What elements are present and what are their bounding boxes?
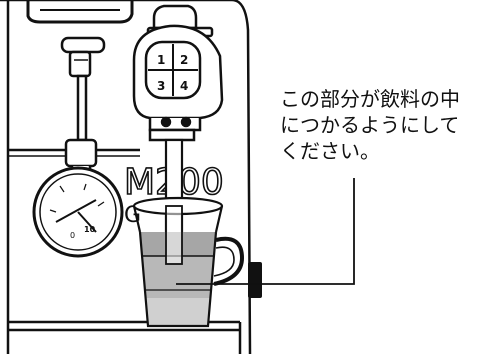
button-4-label: 4 — [180, 79, 188, 93]
callout-line-2: につかるようにして — [280, 113, 460, 137]
callout-line-3: ください。 — [280, 139, 380, 163]
pressure-gauge: 0 10 — [32, 166, 124, 258]
button-3-label: 3 — [157, 79, 165, 93]
steam-wand — [60, 36, 106, 180]
button-pad: 1 2 3 4 — [144, 40, 202, 100]
callout-text: この部分が飲料の中 につかるようにして ください。 — [280, 86, 490, 164]
gauge-label-min: 0 — [70, 231, 75, 240]
gauge-label-max: 10 — [84, 225, 96, 234]
callout-line-1: この部分が飲料の中 — [280, 87, 460, 111]
button-2-label: 2 — [180, 53, 188, 67]
glass — [132, 196, 245, 328]
button-1-label: 1 — [157, 53, 165, 67]
side-knob — [248, 262, 262, 298]
leader-line — [176, 178, 355, 285]
